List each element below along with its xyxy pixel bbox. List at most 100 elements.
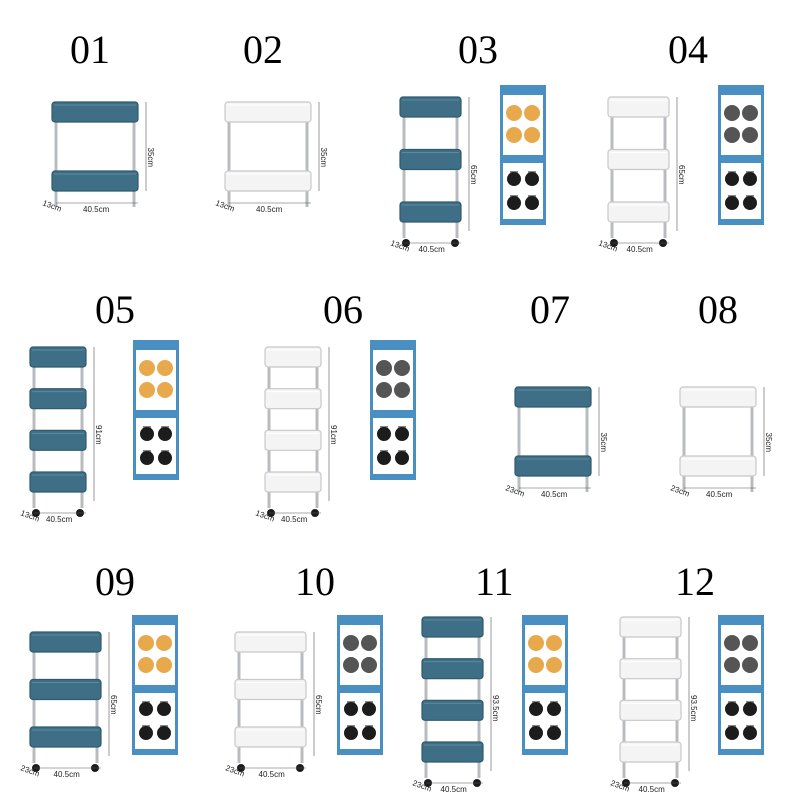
caster-cap [343, 657, 359, 673]
shelf-tier [224, 170, 312, 192]
product-label: 04 [668, 27, 708, 72]
shelf-tier [607, 201, 670, 223]
shelf-tier [619, 616, 682, 638]
caster-cap [742, 635, 758, 651]
shelf-tier [607, 148, 670, 171]
shelf-tier [29, 631, 102, 653]
caster-cap [546, 657, 562, 673]
width-dimension: 40.5cm [639, 785, 666, 794]
height-dimension: 65cm [469, 165, 478, 185]
shelf-tier [619, 699, 682, 721]
shelf-tier [264, 388, 322, 410]
caster-wheel [395, 427, 409, 441]
caster-cap [724, 127, 740, 143]
caster-cap [742, 127, 758, 143]
shelf-tier [29, 471, 87, 493]
product-label: 03 [458, 27, 498, 72]
height-dimension: 35cm [764, 433, 773, 453]
caster-wheel [344, 702, 358, 716]
shelf-tier [399, 96, 462, 118]
caster-cap [343, 635, 359, 651]
shelf-tier [29, 429, 87, 451]
caster-cap [724, 657, 740, 673]
caster-wheel [139, 726, 153, 740]
depth-dimension: 13cm [214, 198, 236, 213]
width-dimension: 40.5cm [706, 490, 733, 499]
caster-cap [376, 382, 392, 398]
height-dimension: 93.5cm [689, 695, 698, 722]
caster-wheel [743, 702, 757, 716]
shelf-tier [514, 455, 592, 477]
caster-cap [528, 635, 544, 651]
height-dimension: 65cm [314, 695, 323, 715]
width-dimension: 40.5cm [281, 515, 308, 524]
caster-cap [546, 635, 562, 651]
product-label: 12 [675, 559, 715, 604]
caster-wheel [529, 702, 543, 716]
product-label: 02 [243, 27, 283, 72]
width-dimension: 40.5cm [46, 515, 73, 524]
caster-cap [138, 635, 154, 651]
caster-panel-svg [337, 615, 383, 755]
caster-panel-svg [370, 340, 416, 480]
height-dimension: 35cm [146, 148, 155, 168]
caster-cap [742, 105, 758, 121]
shelf-tier [607, 96, 670, 118]
caster-panel-svg [522, 615, 568, 755]
caster-panel-svg [133, 340, 179, 480]
width-dimension: 40.5cm [627, 245, 654, 254]
caster-panel [522, 615, 568, 760]
caster-wheel [743, 196, 757, 210]
shelf-tier [679, 386, 757, 408]
product-label: 05 [95, 287, 135, 332]
caster-cap [724, 105, 740, 121]
caster-wheel [743, 726, 757, 740]
caster-panel-svg [132, 615, 178, 755]
height-dimension: 91cm [329, 425, 338, 445]
caster-cap [524, 127, 540, 143]
caster-panel [133, 340, 179, 485]
caster-wheel [725, 172, 739, 186]
product-label: 08 [698, 287, 738, 332]
shelf-tier [421, 741, 484, 763]
caster-wheel [525, 172, 539, 186]
height-dimension: 35cm [599, 433, 608, 453]
caster-panel-svg [500, 85, 546, 225]
caster-panel [337, 615, 383, 760]
caster-cap [361, 657, 377, 673]
caster-wheel [157, 726, 171, 740]
shelf-tier [399, 148, 462, 171]
product-label: 10 [295, 559, 335, 604]
height-dimension: 65cm [677, 165, 686, 185]
depth-dimension: 23cm [504, 483, 526, 498]
shelf-tier [29, 388, 87, 410]
height-dimension: 65cm [109, 695, 118, 715]
product-label: 09 [95, 559, 135, 604]
caster-wheel [547, 726, 561, 740]
caster-wheel [529, 726, 543, 740]
caster-cap [724, 635, 740, 651]
caster-cap [157, 360, 173, 376]
caster-wheel [507, 172, 521, 186]
shelf-tier [234, 631, 307, 653]
caster-wheel [158, 451, 172, 465]
caster-panel [718, 615, 764, 760]
width-dimension: 40.5cm [83, 205, 110, 214]
product-label: 01 [70, 27, 110, 72]
height-dimension: 35cm [319, 148, 328, 168]
width-dimension: 40.5cm [54, 770, 81, 779]
shelf-tier [234, 726, 307, 748]
caster-panel [132, 615, 178, 760]
